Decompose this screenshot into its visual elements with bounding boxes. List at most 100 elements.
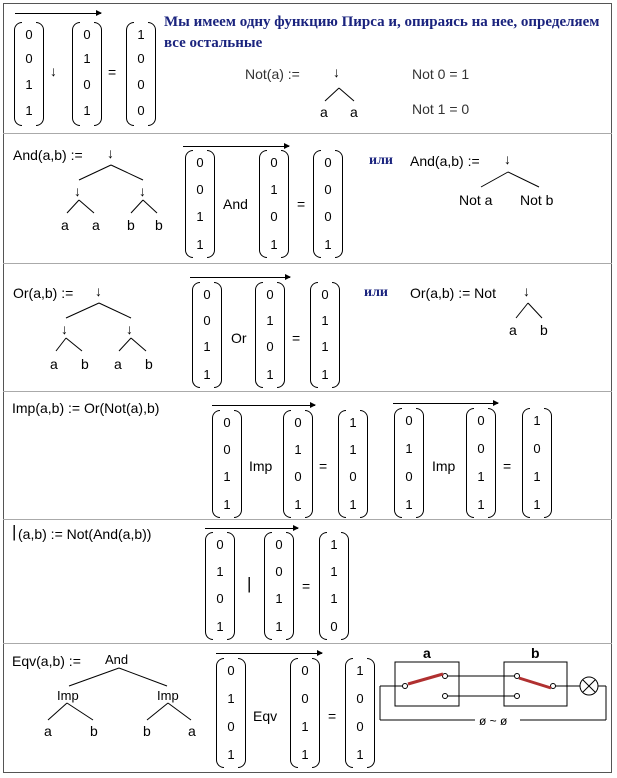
vector-a: 0 0 1 1 bbox=[185, 150, 215, 258]
tree-leaf: a bbox=[509, 322, 517, 338]
frame bbox=[3, 3, 612, 773]
switch-a-box bbox=[394, 661, 460, 707]
vector-value: 1 bbox=[405, 441, 413, 456]
vector-value: 1 bbox=[301, 747, 309, 762]
tree-leaf: b bbox=[143, 723, 151, 739]
vector-value: 0 bbox=[321, 287, 329, 302]
power-source-label: ø ~ ø bbox=[479, 713, 508, 729]
vector-value: 1 bbox=[294, 497, 302, 512]
nor-arrow: ↓ bbox=[333, 64, 340, 80]
or-word: или bbox=[369, 153, 393, 168]
vector-value: 1 bbox=[349, 497, 357, 512]
vector-value: 1 bbox=[25, 103, 33, 118]
vector-a: 0 1 0 1 bbox=[205, 532, 235, 640]
vector-b: 0 1 0 1 bbox=[255, 282, 285, 388]
vector-value: 0 bbox=[356, 719, 364, 734]
vector-value: 1 bbox=[356, 747, 364, 762]
nor-arrow: ↓ bbox=[74, 183, 81, 199]
not-definition: Not(a) := bbox=[245, 66, 300, 82]
vector-value: 0 bbox=[203, 287, 211, 302]
vector-value: 0 bbox=[227, 719, 235, 734]
tree-leaf: b bbox=[540, 322, 548, 338]
vector-value: 0 bbox=[223, 442, 231, 457]
not-one-equation: Not 1 = 0 bbox=[412, 101, 470, 117]
vector-value: 1 bbox=[83, 103, 91, 118]
tree-leaf: b bbox=[81, 356, 89, 372]
vector-value: 1 bbox=[25, 77, 33, 92]
vector-value: 0 bbox=[324, 182, 332, 197]
vector-value: 0 bbox=[275, 537, 283, 552]
tree-leaf: b bbox=[145, 356, 153, 372]
vector-value: 0 bbox=[216, 537, 224, 552]
vector-value: 0 bbox=[301, 663, 309, 678]
equals-sign: = bbox=[328, 708, 337, 724]
equals-sign: = bbox=[108, 64, 117, 80]
nor-arrow: ↓ bbox=[523, 283, 530, 299]
vector-value: 0 bbox=[324, 209, 332, 224]
vector-a: 0 0 1 1 bbox=[212, 410, 242, 518]
or-alt-definition: Or(a,b) := Not bbox=[410, 285, 496, 301]
vector-value: 0 bbox=[137, 103, 145, 118]
contact bbox=[514, 693, 520, 699]
tree-leaf: b bbox=[90, 723, 98, 739]
contact bbox=[442, 673, 448, 679]
vector-result: 1 1 1 0 bbox=[319, 532, 349, 640]
vector-value: 0 bbox=[137, 77, 145, 92]
vector-value: 0 bbox=[196, 155, 204, 170]
vector-arrow bbox=[393, 400, 499, 406]
or-definition: Or(a,b) := bbox=[13, 285, 74, 301]
vector-result: 1 0 1 1 bbox=[522, 408, 552, 518]
operator: And bbox=[223, 196, 248, 212]
vector-value: 0 bbox=[270, 209, 278, 224]
contact bbox=[402, 683, 408, 689]
vector-value: 1 bbox=[324, 237, 332, 252]
vector-arrow bbox=[190, 274, 291, 280]
section-divider bbox=[3, 391, 612, 392]
operator: Or bbox=[231, 330, 247, 346]
vector-value: 0 bbox=[216, 591, 224, 606]
vector-value: 1 bbox=[330, 564, 338, 579]
vector-value: 0 bbox=[324, 155, 332, 170]
equals-sign: = bbox=[503, 458, 512, 474]
vector-value: 0 bbox=[83, 77, 91, 92]
vector-value: 0 bbox=[196, 182, 204, 197]
vector-value: 1 bbox=[203, 339, 211, 354]
vector-value: 0 bbox=[137, 51, 145, 66]
section-divider bbox=[3, 133, 612, 134]
vector-value: 1 bbox=[223, 469, 231, 484]
operator: Imp bbox=[432, 458, 456, 474]
nor-arrow: ↓ bbox=[126, 321, 133, 337]
eqv-definition: Eqv(a,b) := bbox=[12, 653, 81, 669]
vector-value: 0 bbox=[203, 313, 211, 328]
vector-value: 1 bbox=[266, 313, 274, 328]
vector-result: 0 1 1 1 bbox=[310, 282, 340, 388]
switch-a-blade bbox=[407, 672, 444, 686]
equals-sign: = bbox=[319, 458, 328, 474]
tree-leaf: a bbox=[320, 104, 328, 120]
vector-value: 1 bbox=[137, 27, 145, 42]
vector-value: 0 bbox=[349, 469, 357, 484]
vector-value: 0 bbox=[477, 413, 485, 428]
tree-leaf: a bbox=[114, 356, 122, 372]
nor-arrow: ↓ bbox=[504, 151, 511, 167]
vector-value: 0 bbox=[25, 51, 33, 66]
vector-b: 0 0 1 1 bbox=[264, 532, 294, 640]
vector-value: 1 bbox=[216, 619, 224, 634]
switch-b-box bbox=[503, 661, 568, 707]
circuit-wires bbox=[379, 675, 607, 721]
and-alt-definition: And(a,b) := bbox=[410, 153, 480, 169]
vector-value: 0 bbox=[301, 691, 309, 706]
vector-value: 0 bbox=[330, 619, 338, 634]
vector-value: 0 bbox=[266, 339, 274, 354]
equals-sign: = bbox=[297, 196, 306, 212]
operator: Eqv bbox=[253, 708, 278, 724]
vector-value: 0 bbox=[266, 287, 274, 302]
vector-a: 0 1 0 1 bbox=[394, 408, 424, 518]
vector-value: 1 bbox=[294, 442, 302, 457]
vector-b: 0 1 0 1 bbox=[72, 22, 102, 126]
vector-arrow bbox=[205, 525, 299, 531]
tree-leaf: b bbox=[155, 217, 163, 233]
